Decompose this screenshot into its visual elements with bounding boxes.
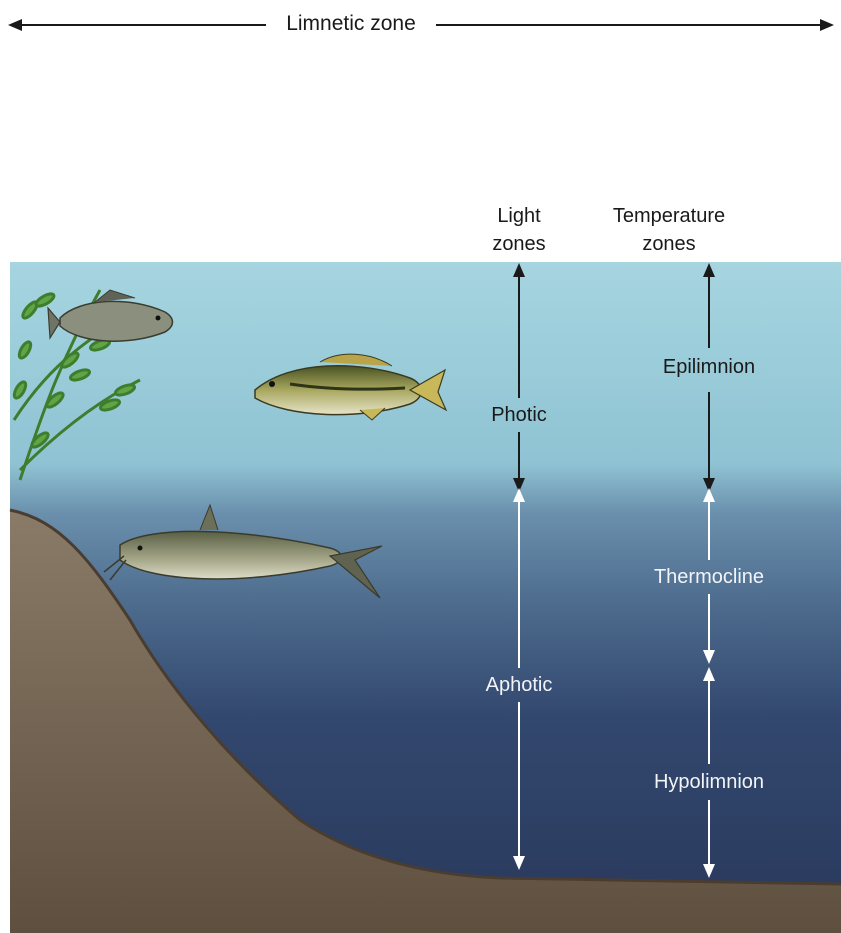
thermocline-label: Thermocline <box>629 565 789 589</box>
epilimnion-label: Epilimnion <box>634 355 784 379</box>
temperature-zones-heading-line2: zones <box>584 232 754 256</box>
light-zones-heading-line1: Light <box>474 204 564 228</box>
temperature-zones-heading-line1: Temperature <box>584 204 754 228</box>
light-zones-heading-line2: zones <box>474 232 564 256</box>
photic-label: Photic <box>464 403 574 427</box>
hypolimnion-label: Hypolimnion <box>624 770 794 794</box>
aphotic-label: Aphotic <box>459 673 579 697</box>
